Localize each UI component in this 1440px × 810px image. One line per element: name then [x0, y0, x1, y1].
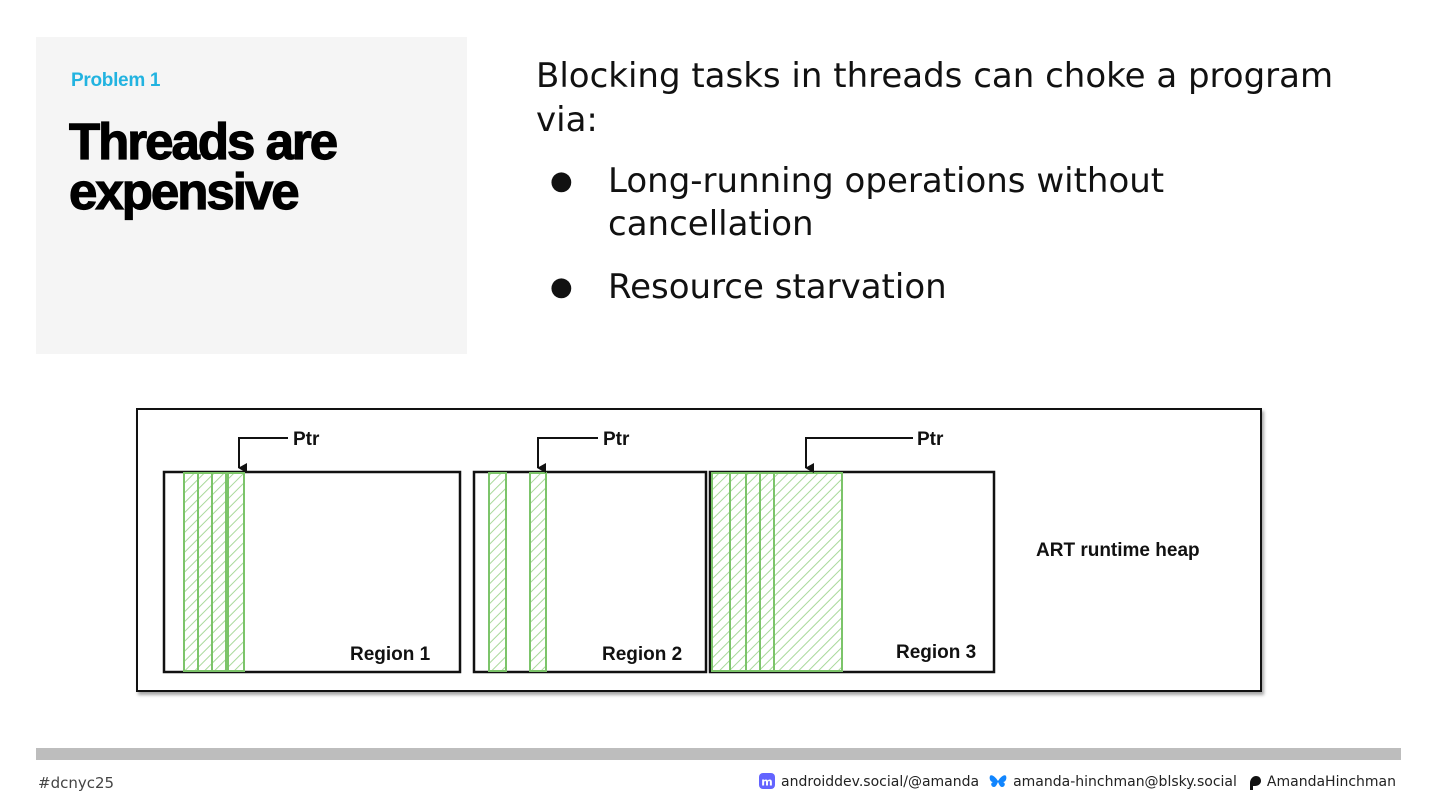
- region-3-allocations: [711, 472, 843, 672]
- region-2-allocations: [488, 472, 547, 672]
- social-links: m androiddev.social/@amanda amanda-hinch…: [749, 773, 1396, 790]
- region-1-box: [162, 470, 462, 674]
- heap-label: ART runtime heap: [1036, 540, 1200, 561]
- heap-diagram-svg: Ptr Region 1 Ptr Region 2 Ptr Region 3 A…: [162, 429, 1200, 674]
- pointer-3-arrow-icon: [805, 437, 913, 473]
- footer-divider: [36, 748, 1401, 760]
- bluesky-handle: amanda-hinchman@blsky.social: [1013, 773, 1237, 790]
- pointer-1-label: Ptr: [293, 429, 320, 450]
- event-hashtag: #dcnyc25: [38, 774, 115, 792]
- intro-text: Blocking tasks in threads can choke a pr…: [536, 56, 1334, 140]
- heap-diagram: Ptr Region 1 Ptr Region 2 Ptr Region 3 A…: [136, 408, 1262, 692]
- region-1-label: Region 1: [350, 644, 431, 665]
- slide-title: Threads are expensive: [68, 113, 338, 220]
- butterfly-icon: [989, 774, 1007, 790]
- bullet-item: ● Long-running operations without cancel…: [548, 160, 1328, 246]
- pointer-2-label: Ptr: [603, 429, 630, 450]
- pointer-2-arrow-icon: [537, 437, 598, 473]
- patreon-link[interactable]: AmandaHinchman: [1247, 774, 1396, 790]
- bullet-item: ● Resource starvation: [548, 266, 1328, 309]
- region-2-box: [472, 470, 708, 674]
- title-panel: Problem 1 Threads are expensive: [36, 37, 467, 354]
- bluesky-link[interactable]: amanda-hinchman@blsky.social: [989, 774, 1237, 790]
- bullet-text: Resource starvation: [608, 267, 947, 307]
- mastodon-link[interactable]: m androiddev.social/@amanda: [759, 773, 979, 790]
- bullet-list: ● Long-running operations without cancel…: [548, 160, 1328, 329]
- pointer-3-label: Ptr: [917, 429, 944, 450]
- pointer-1-arrow-icon: [238, 437, 288, 473]
- bullet-dot-icon: ●: [550, 272, 573, 302]
- mastodon-icon: m: [759, 773, 776, 790]
- bullet-dot-icon: ●: [550, 166, 573, 196]
- mastodon-handle: androiddev.social/@amanda: [781, 773, 980, 790]
- region-3-label: Region 3: [896, 642, 976, 663]
- region-2-label: Region 2: [602, 644, 682, 665]
- bullet-text: Long-running operations without cancella…: [608, 161, 1165, 244]
- patreon-handle: AmandaHinchman: [1266, 773, 1396, 790]
- problem-label: Problem 1: [71, 70, 161, 91]
- region-1-allocations: [183, 472, 245, 672]
- region-3-box: [708, 470, 996, 674]
- patreon-icon: [1247, 774, 1261, 790]
- svg-text:m: m: [761, 776, 772, 789]
